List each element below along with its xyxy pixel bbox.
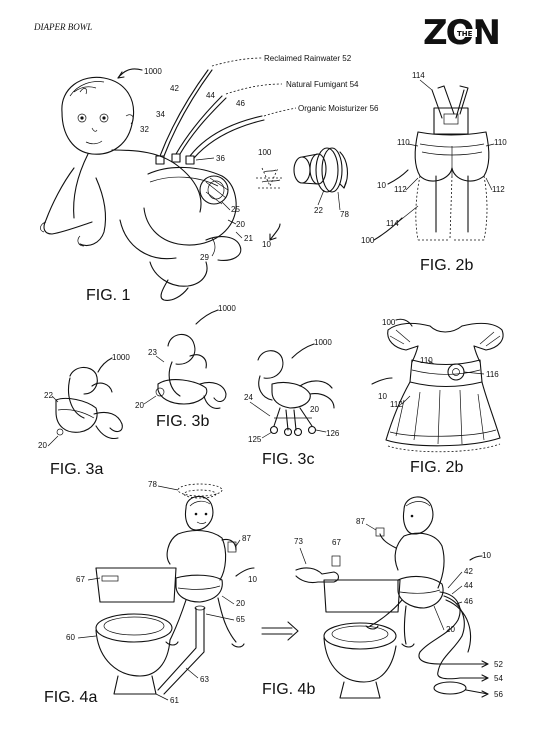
ref-label-r20a: 20	[236, 220, 245, 229]
ref-label-r87a: 87	[242, 534, 251, 543]
ref-label-r126: 126	[326, 429, 340, 438]
fig4a-label: FIG. 4a	[44, 689, 97, 706]
ref-label-r65: 65	[236, 615, 245, 624]
callout-reclaimed-rainwater: Reclaimed Rainwater 52	[264, 54, 352, 63]
document-title: DIAPER BOWL	[33, 22, 92, 32]
ref-label-r36: 36	[216, 154, 225, 163]
ref-label-r20f: 20	[446, 625, 455, 634]
ref-label-r34: 34	[156, 110, 165, 119]
fig3a-label: FIG. 3a	[50, 461, 103, 478]
fig3a-illustration	[55, 366, 123, 440]
ref-label-r110c: 110	[420, 356, 433, 365]
ref-label-r67a: 67	[76, 575, 85, 584]
zon-logo: ZON THE	[423, 13, 501, 53]
fig3c-illustration	[257, 350, 335, 437]
ref-label-r110b: 110	[494, 138, 507, 147]
ref-label-r22b: 22	[44, 391, 53, 400]
ref-label-r23: 23	[148, 348, 157, 357]
ref-label-r110a: 110	[397, 138, 410, 147]
ref-label-r52: 52	[494, 660, 503, 669]
ref-label-r1000c: 1000	[218, 304, 236, 313]
ref-label-logo_small: THE	[457, 30, 473, 38]
ref-label-r42b: 42	[464, 567, 473, 576]
ref-label-r116: 116	[486, 370, 499, 379]
ref-label-r20d: 20	[310, 405, 319, 414]
fig1-baby-illustration: Reclaimed Rainwater 52 Natural Fumigant …	[40, 54, 379, 301]
ref-label-r46b: 46	[464, 597, 473, 606]
ref-label-r42a: 42	[170, 84, 179, 93]
fig2b-dress-illustration	[385, 322, 504, 453]
fig4b-illustration	[295, 496, 489, 699]
ref-label-r112b: 112	[492, 185, 505, 194]
ref-label-r63: 63	[200, 675, 209, 684]
ref-label-r20c: 20	[135, 401, 144, 410]
ref-label-r44a: 44	[206, 91, 215, 100]
ref-label-r56: 56	[494, 690, 503, 699]
fig3c-label: FIG. 3c	[262, 451, 314, 468]
ref-label-r10b: 10	[377, 181, 386, 190]
ref-label-r10a: 10	[262, 240, 271, 249]
ref-label-r78a: 78	[340, 210, 349, 219]
fig3b-illustration	[155, 333, 227, 409]
ref-label-r10d: 10	[248, 575, 257, 584]
ref-label-r100b: 100	[361, 236, 375, 245]
ref-label-r10e: 10	[482, 551, 491, 560]
fig2b-top-label: FIG. 2b	[420, 257, 473, 274]
ref-label-r44b: 44	[464, 581, 473, 590]
ref-label-r22a: 22	[314, 206, 323, 215]
ref-label-r78b: 78	[148, 480, 157, 489]
ref-label-r32: 32	[140, 125, 149, 134]
ref-label-r21: 21	[244, 234, 253, 243]
ref-label-r1000b: 1000	[112, 353, 130, 362]
callout-organic-moisturizer: Organic Moisturizer 56	[298, 104, 379, 113]
ref-label-r20b: 20	[38, 441, 47, 450]
transition-arrow	[261, 621, 299, 641]
ref-label-r20e: 20	[236, 599, 245, 608]
fig2b-overalls-illustration	[414, 85, 490, 241]
ref-label-r114a: 114	[412, 71, 425, 80]
ref-label-r87b: 87	[356, 517, 365, 526]
fig1-exploded-bowl	[256, 147, 349, 193]
ref-label-r112a: 112	[394, 185, 407, 194]
ref-label-r61: 61	[170, 696, 179, 705]
ref-label-r100a: 100	[258, 148, 272, 157]
fig4a-illustration	[95, 483, 245, 695]
ref-label-r67b: 67	[332, 538, 341, 547]
ref-label-r112c: 112	[390, 400, 403, 409]
ref-label-r100c: 100	[382, 318, 396, 327]
ref-label-r10c: 10	[378, 392, 387, 401]
ref-label-r114b: 114	[386, 219, 399, 228]
fig2b-bottom-label: FIG. 2b	[410, 459, 463, 476]
ref-label-r1000a: 1000	[144, 67, 162, 76]
ref-label-r24: 24	[244, 393, 253, 402]
fig3b-label: FIG. 3b	[156, 413, 209, 430]
ref-label-r54: 54	[494, 674, 503, 683]
ref-label-r73: 73	[294, 537, 303, 546]
ref-label-r1000d: 1000	[314, 338, 332, 347]
ref-label-r60: 60	[66, 633, 75, 642]
ref-label-r29: 29	[200, 253, 209, 262]
ref-label-r46a: 46	[236, 99, 245, 108]
callout-natural-fumigant: Natural Fumigant 54	[286, 80, 359, 89]
ref-label-r125: 125	[248, 435, 262, 444]
fig1-label: FIG. 1	[86, 287, 131, 304]
ref-label-r25: 25	[231, 205, 240, 214]
fig4b-label: FIG. 4b	[262, 681, 315, 698]
